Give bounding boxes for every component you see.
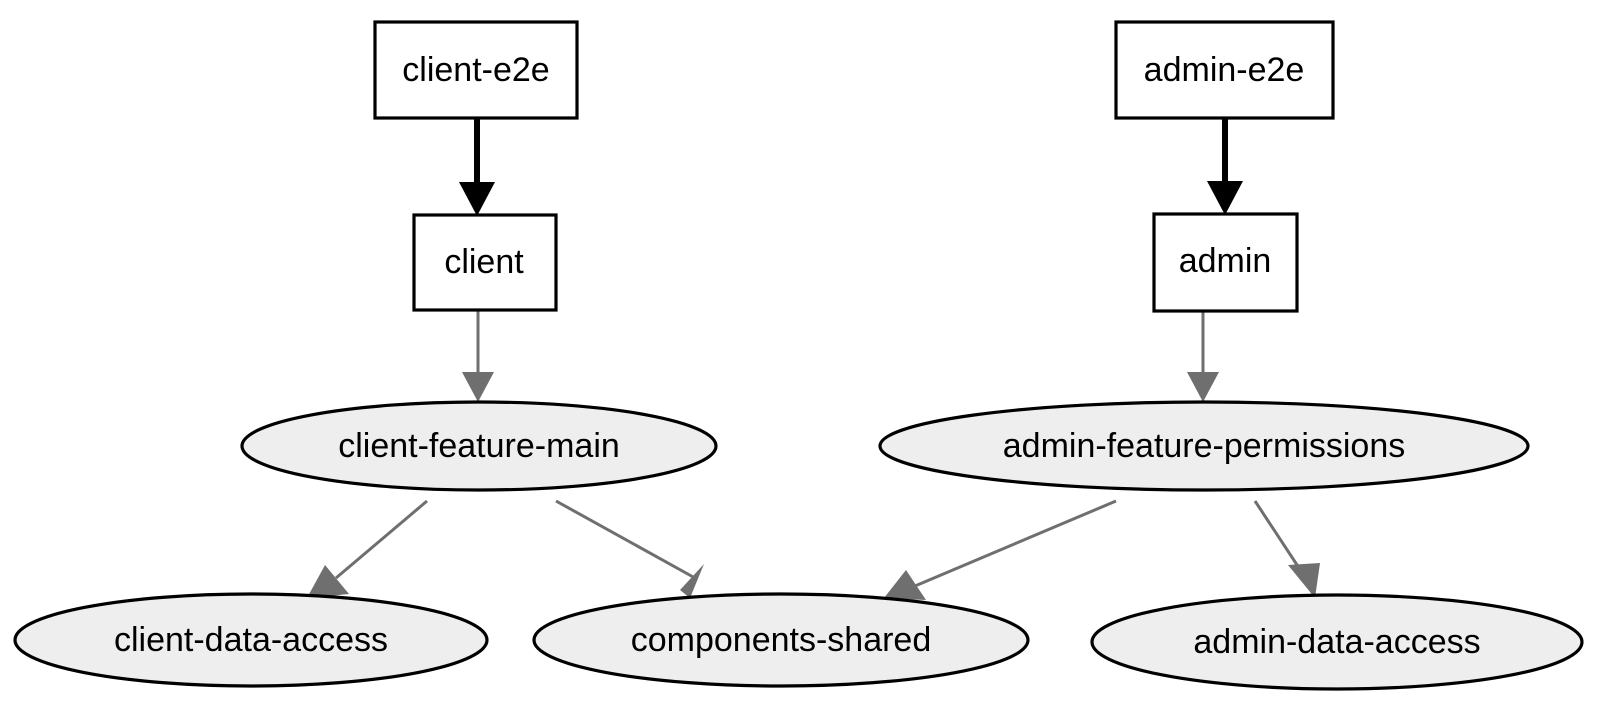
node-client-feature-main-shape[interactable] (240, 400, 718, 492)
node-client-data-access-shape[interactable] (13, 592, 489, 688)
edge-admin-e2e-to-admin (1207, 119, 1243, 215)
node-admin[interactable]: admin (1152, 212, 1299, 313)
edge-admin-feature-permissions-to-admin-data-access (1253, 500, 1320, 598)
node-admin-data-access[interactable]: admin-data-access (1090, 593, 1584, 691)
node-admin-feature-permissions-shape[interactable] (878, 400, 1530, 492)
edge-client-feature-main-to-client-data-access (307, 499, 428, 598)
node-client-e2e-shape[interactable] (373, 20, 579, 120)
node-admin-data-access-shape[interactable] (1090, 593, 1584, 691)
node-admin-shape[interactable] (1152, 212, 1299, 313)
edge-admin-feature-permissions-to-components-shared (884, 499, 1117, 600)
node-client-data-access[interactable]: client-data-access (13, 592, 489, 688)
node-admin-e2e[interactable]: admin-e2e (1114, 20, 1335, 120)
node-client-shape[interactable] (412, 213, 558, 312)
node-client-e2e[interactable]: client-e2e (373, 20, 579, 120)
node-client-feature-main[interactable]: client-feature-main (240, 400, 718, 492)
node-client[interactable]: client (412, 213, 558, 312)
node-components-shared[interactable]: components-shared (532, 592, 1030, 688)
node-components-shared-shape[interactable] (532, 592, 1030, 688)
edge-client-e2e-to-client (459, 119, 495, 216)
edge-admin-to-admin-feature-permissions (1187, 312, 1219, 402)
node-admin-e2e-shape[interactable] (1114, 20, 1335, 120)
edge-client-feature-main-to-components-shared (555, 499, 704, 598)
node-admin-feature-permissions[interactable]: admin-feature-permissions (878, 400, 1530, 492)
edge-client-to-client-feature-main (462, 311, 494, 402)
